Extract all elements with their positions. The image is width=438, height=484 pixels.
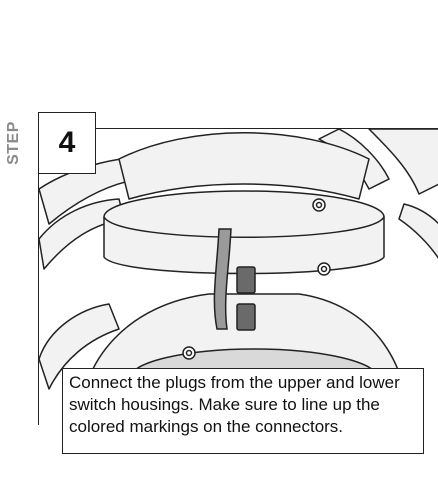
step-label: STEP xyxy=(4,108,24,178)
step-number: 4 xyxy=(58,126,76,159)
instruction-caption: Connect the plugs from the upper and low… xyxy=(62,368,424,454)
step-number-box: 4 xyxy=(38,112,96,174)
step-label-text: STEP xyxy=(5,121,22,165)
